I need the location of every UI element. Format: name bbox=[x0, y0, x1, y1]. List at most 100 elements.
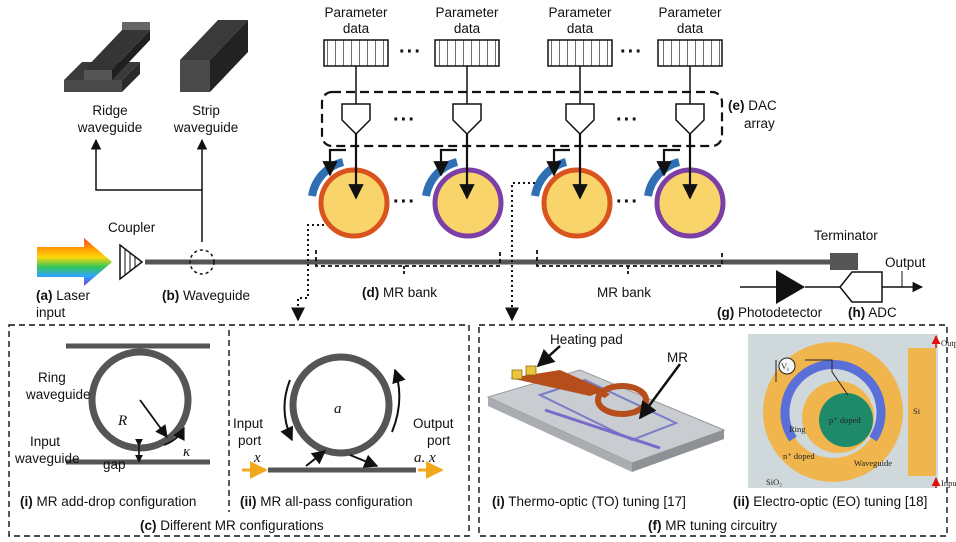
svg-text:Vi: Vi bbox=[781, 361, 789, 373]
cap-fii: Electro-optic (EO) tuning [18] bbox=[753, 494, 927, 509]
svg-text:Parameter: Parameter bbox=[324, 5, 388, 20]
svg-text:Parameter: Parameter bbox=[548, 5, 612, 20]
svg-text:(e) DAC: (e) DAC bbox=[728, 98, 777, 113]
svg-text:data: data bbox=[567, 21, 594, 36]
panel-c-box bbox=[8, 324, 470, 537]
waveguide-label: Waveguide bbox=[183, 288, 250, 303]
ellipsis-registers-2: ··· bbox=[620, 41, 643, 63]
pd-label: Photodetector bbox=[738, 305, 823, 320]
parameter-register-4: Parameter data bbox=[657, 5, 723, 67]
radius-arrow bbox=[139, 399, 168, 439]
eo-output-label: Output bbox=[941, 338, 956, 348]
mr-bank-label-2: MR bank bbox=[597, 285, 651, 300]
waveguide-tag: (b) bbox=[162, 288, 179, 303]
ridge-waveguide-3d bbox=[64, 22, 150, 92]
ring-label: Ring bbox=[789, 424, 806, 434]
gap-label: gap bbox=[103, 457, 126, 472]
input-wg-line2: waveguide bbox=[14, 451, 80, 466]
svg-text:(i) MR add-drop configuration: (i) MR add-drop configuration bbox=[20, 494, 196, 509]
cap-fii-tag: (ii) bbox=[733, 494, 750, 509]
svg-text:(b) Waveguide: (b) Waveguide bbox=[162, 288, 250, 303]
kappa-label: κ bbox=[183, 444, 191, 460]
adc-icon bbox=[839, 271, 883, 303]
mr-label: MR bbox=[667, 350, 688, 365]
vi-sub: i bbox=[787, 367, 789, 373]
all-pass-left-arrow bbox=[280, 379, 294, 442]
a-label: a bbox=[334, 401, 342, 417]
electro-optic-device bbox=[748, 334, 941, 488]
dac-line2: array bbox=[744, 116, 775, 131]
dac-to-ring-arrows bbox=[322, 134, 698, 200]
eo-waveguide-label: Waveguide bbox=[854, 458, 892, 468]
mr-bank-brace-1 bbox=[315, 250, 501, 267]
coupler-icon bbox=[119, 243, 144, 281]
laser-line2: input bbox=[36, 305, 66, 320]
pd-tag: (g) bbox=[717, 305, 734, 320]
svg-text:data: data bbox=[343, 21, 370, 36]
dotted-arrow-to-panel-c bbox=[291, 224, 324, 322]
output-port-line2: port bbox=[427, 433, 451, 448]
all-pass-ring bbox=[289, 353, 393, 457]
cap-fi: Thermo-optic (TO) tuning [17] bbox=[508, 494, 686, 509]
cap-ci-tag: (i) bbox=[20, 494, 33, 509]
dotted-arrow-to-panel-f bbox=[505, 182, 535, 322]
dac-array-box bbox=[320, 90, 724, 148]
input-port-line2: port bbox=[238, 433, 262, 448]
svg-text:(f) MR tuning circuitry: (f) MR tuning circuitry bbox=[648, 518, 777, 533]
svg-text:(i) Thermo-optic (TO) tuning [: (i) Thermo-optic (TO) tuning [17] bbox=[492, 494, 686, 509]
radius-label: R bbox=[117, 413, 127, 429]
dac-line1: DAC bbox=[748, 98, 777, 113]
thermo-optic-chip bbox=[486, 365, 726, 472]
adc-tag: (h) bbox=[848, 305, 865, 320]
dac-tag: (e) bbox=[728, 98, 745, 113]
mr-bank-tag: (d) bbox=[362, 285, 379, 300]
panel-c-tag: (c) bbox=[140, 518, 157, 533]
terminator-label: Terminator bbox=[814, 228, 878, 243]
waveguide-to-blocks-connector bbox=[90, 138, 203, 242]
cap-cii: MR all-pass configuration bbox=[260, 494, 412, 509]
p-doped-label: p⁺ doped bbox=[829, 415, 861, 425]
parameter-register-1: Parameter data bbox=[323, 5, 389, 67]
mr-pointer bbox=[638, 363, 682, 420]
input-port-line1: Input bbox=[233, 416, 263, 431]
svg-text:Parameter: Parameter bbox=[658, 5, 722, 20]
strip-label-line1: Strip bbox=[192, 103, 220, 118]
ridge-label-line2: waveguide bbox=[77, 120, 143, 135]
cap-cii-tag: (ii) bbox=[240, 494, 257, 509]
kappa-arrow bbox=[163, 426, 185, 446]
panel-f-title: MR tuning circuitry bbox=[665, 518, 777, 533]
microring-2 bbox=[422, 158, 504, 239]
ellipsis-dacs-1: ··· bbox=[393, 109, 416, 131]
dac-symbols bbox=[341, 103, 705, 136]
ring-wg-line2: waveguide bbox=[25, 387, 91, 402]
svg-text:(g) Photodetector: (g) Photodetector bbox=[717, 305, 823, 320]
strip-label-line2: waveguide bbox=[173, 120, 239, 135]
input-wg-line1: Input bbox=[30, 434, 60, 449]
eo-input-label: Input bbox=[941, 478, 956, 488]
parameter-register-2: Parameter data bbox=[434, 5, 500, 67]
cap-ci: MR add-drop configuration bbox=[37, 494, 197, 509]
mr-bank-brace-2 bbox=[536, 250, 723, 267]
parameter-register-3: Parameter data bbox=[547, 5, 613, 67]
waveguide-highlight-circle bbox=[189, 249, 215, 275]
microring-4 bbox=[644, 158, 726, 239]
terminator-block bbox=[830, 253, 858, 270]
laser-rainbow-arrow bbox=[37, 238, 112, 286]
laser-tag: (a) bbox=[36, 288, 53, 303]
ellipsis-registers-1: ··· bbox=[399, 41, 422, 63]
panel-c-title: Different MR configurations bbox=[160, 518, 324, 533]
mr-bank-label: MR bank bbox=[383, 285, 437, 300]
ring-wg-line1: Ring bbox=[38, 370, 66, 385]
svg-text:(ii) Electro-optic (EO) tuning: (ii) Electro-optic (EO) tuning [18] bbox=[733, 494, 927, 509]
svg-text:data: data bbox=[677, 21, 704, 36]
svg-text:Parameter: Parameter bbox=[435, 5, 499, 20]
laser-line1: Laser bbox=[56, 288, 90, 303]
svg-text:(a) Laser: (a) Laser bbox=[36, 288, 91, 303]
heating-pad-pointer bbox=[536, 345, 561, 368]
svg-text:data: data bbox=[454, 21, 481, 36]
output-port-line1: Output bbox=[413, 416, 454, 431]
adc-label: ADC bbox=[868, 305, 897, 320]
heating-pad-label: Heating pad bbox=[550, 332, 623, 347]
photodetector-icon bbox=[776, 270, 805, 304]
